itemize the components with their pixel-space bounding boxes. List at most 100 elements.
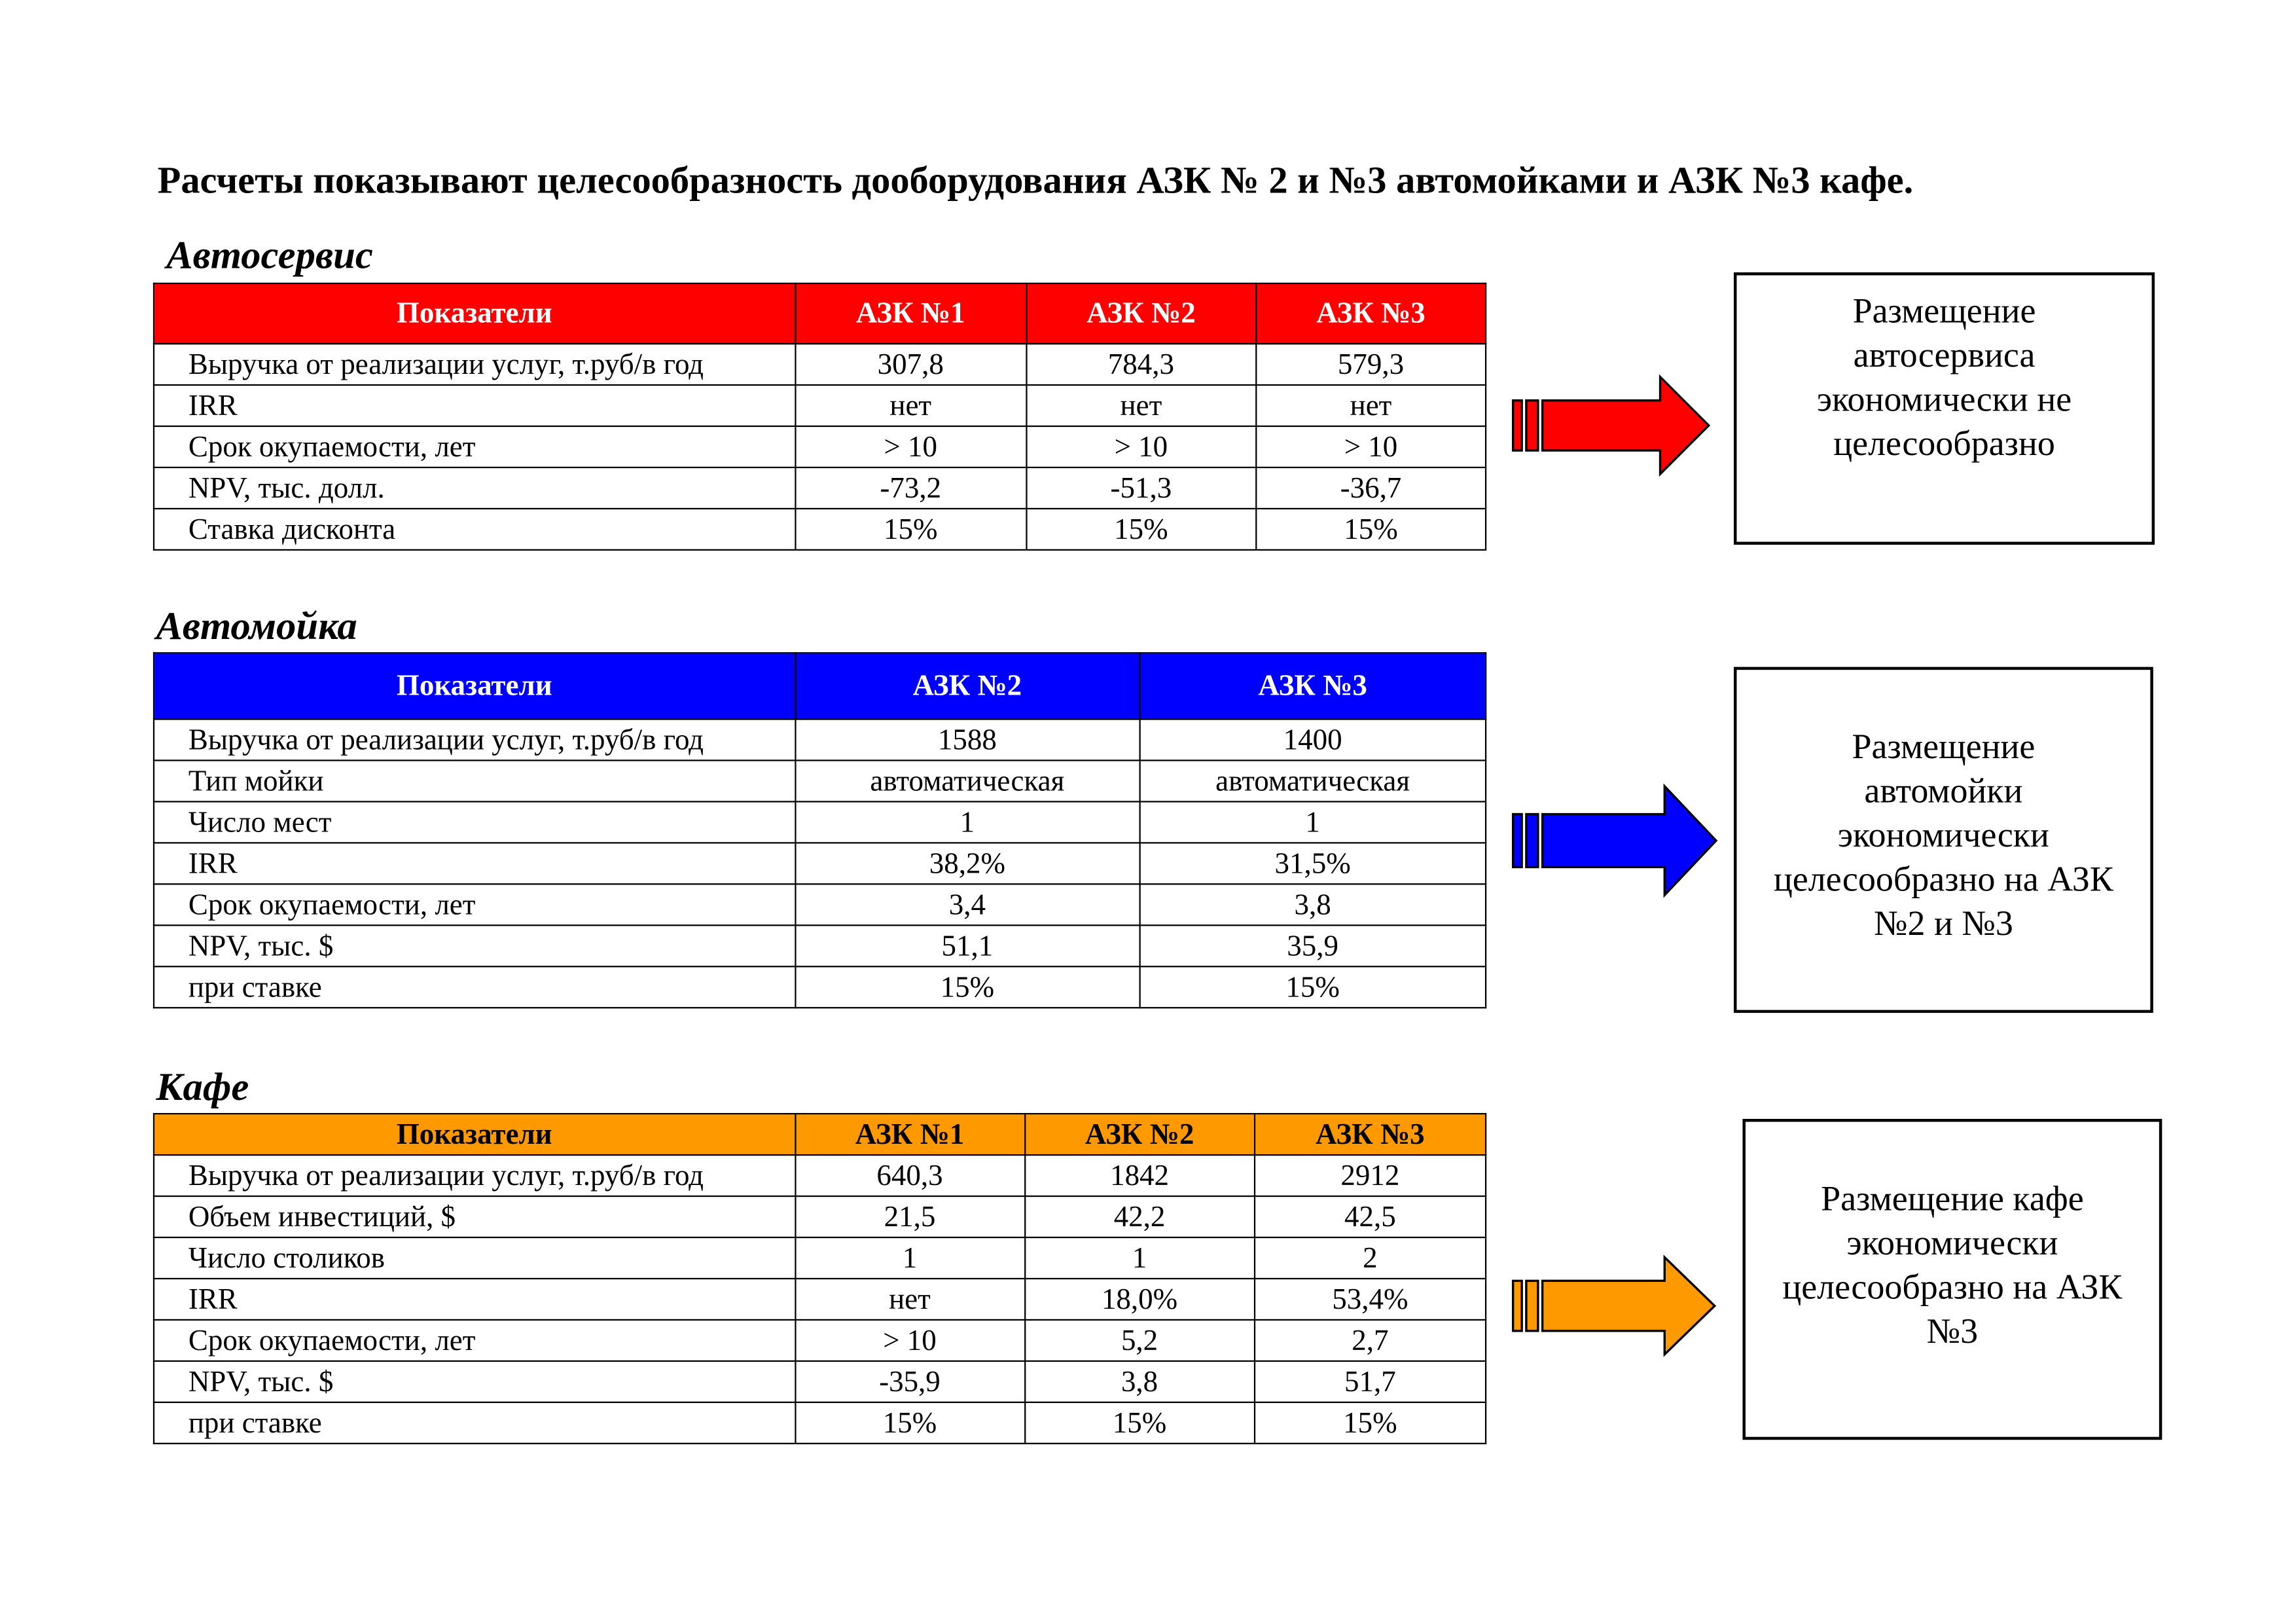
table-cell: 640,3 bbox=[794, 1154, 1026, 1197]
section-heading-autoservice: Автосервис bbox=[166, 232, 373, 277]
table-cell: -73,2 bbox=[794, 466, 1027, 510]
table-cell: 53,4% bbox=[1253, 1277, 1487, 1321]
table-cell: 2 bbox=[1253, 1236, 1487, 1280]
arrow-right-icon bbox=[1511, 374, 1711, 477]
row-label: NPV, тыс. $ bbox=[152, 924, 796, 968]
row-label: Ставка дисконта bbox=[152, 507, 796, 551]
table-cell: 15% bbox=[794, 1401, 1026, 1444]
table-cell: 3,8 bbox=[1139, 883, 1487, 926]
table-cell: 15% bbox=[1253, 1401, 1487, 1444]
row-label: IRR bbox=[152, 1277, 796, 1321]
table-cell: 3,8 bbox=[1024, 1360, 1255, 1404]
table-row: Выручка от реализации услуг, т.руб/в год… bbox=[152, 342, 1487, 386]
row-label: NPV, тыс. $ bbox=[152, 1360, 796, 1404]
table-cell: > 10 bbox=[1025, 425, 1257, 469]
row-label: Срок окупаемости, лет bbox=[152, 425, 796, 469]
table-cell: > 10 bbox=[794, 1319, 1026, 1362]
table-cell: 1588 bbox=[794, 718, 1141, 761]
row-label: Число мест bbox=[152, 801, 796, 844]
table-cell: 1842 bbox=[1024, 1154, 1255, 1197]
table-cell: 15% bbox=[1024, 1401, 1255, 1444]
row-label: Срок окупаемости, лет bbox=[152, 1319, 796, 1362]
table-cell: 35,9 bbox=[1139, 924, 1487, 968]
conclusion-line: Размещение bbox=[1852, 729, 2036, 767]
column-header: АЗК №3 bbox=[1255, 282, 1487, 345]
table-cell: 51,7 bbox=[1253, 1360, 1487, 1404]
column-header: Показатели bbox=[152, 652, 796, 720]
table-cell: 15% bbox=[1025, 507, 1257, 551]
conclusion-line: Размещение кафе bbox=[1821, 1180, 2084, 1219]
column-header: Показатели bbox=[152, 282, 796, 345]
table-cell: нет bbox=[1255, 384, 1487, 428]
row-label: NPV, тыс. долл. bbox=[152, 466, 796, 510]
conclusion-line: Размещение bbox=[1852, 293, 2036, 331]
table-cell: 51,1 bbox=[794, 924, 1141, 968]
table-cell: 1 bbox=[794, 1236, 1026, 1280]
table-cell: автоматическая bbox=[794, 759, 1141, 803]
conclusion-box-carwash: Размещение автомойки экономически целесо… bbox=[1733, 666, 2153, 1013]
conclusion-box-autoservice: Размещение автосервиса экономически не ц… bbox=[1733, 272, 2155, 545]
table-cell: нет bbox=[794, 384, 1027, 428]
table-cell: нет bbox=[794, 1277, 1026, 1321]
table-cell: 579,3 bbox=[1255, 342, 1487, 386]
table-row: NPV, тыс. долл.-73,2-51,3-36,7 bbox=[152, 466, 1487, 510]
column-header: АЗК №3 bbox=[1139, 652, 1487, 720]
conclusion-line: целесообразно на АЗК bbox=[1782, 1269, 2123, 1307]
row-label: при ставке bbox=[152, 966, 796, 1009]
conclusion-line: №2 и №3 bbox=[1873, 905, 2013, 944]
conclusion-line: экономически не bbox=[1816, 381, 2072, 420]
table-cell: 42,5 bbox=[1253, 1195, 1487, 1239]
conclusion-box-cafe: Размещение кафе экономически целесообраз… bbox=[1742, 1119, 2162, 1440]
table-cell: 38,2% bbox=[794, 842, 1141, 885]
table-cell: 1 bbox=[1024, 1236, 1255, 1280]
conclusion-line: экономически bbox=[1837, 817, 2049, 856]
section-heading-carwash: Автомойка bbox=[156, 603, 357, 648]
table-cell: 1 bbox=[794, 801, 1141, 844]
table-cell: 15% bbox=[1255, 507, 1487, 551]
table-cell: 15% bbox=[794, 966, 1141, 1009]
table-cell: 18,0% bbox=[1024, 1277, 1255, 1321]
table-cell: 42,2 bbox=[1024, 1195, 1255, 1239]
column-header: АЗК №3 bbox=[1253, 1113, 1487, 1156]
row-label: IRR bbox=[152, 842, 796, 885]
row-label: Выручка от реализации услуг, т.руб/в год bbox=[152, 1154, 796, 1197]
table-cell: 784,3 bbox=[1025, 342, 1257, 386]
arrow-right-icon bbox=[1511, 783, 1718, 898]
conclusion-line: автомойки bbox=[1864, 773, 2023, 812]
table-cell: 1 bbox=[1139, 801, 1487, 844]
table-row: Срок окупаемости, лет> 10> 10> 10 bbox=[152, 425, 1487, 469]
column-header: Показатели bbox=[152, 1113, 796, 1156]
row-label: при ставке bbox=[152, 1401, 796, 1444]
table-cell: 21,5 bbox=[794, 1195, 1026, 1239]
column-header: АЗК №1 bbox=[794, 282, 1027, 345]
table-cell: 31,5% bbox=[1139, 842, 1487, 885]
table-cell: -35,9 bbox=[794, 1360, 1026, 1404]
table-cell: > 10 bbox=[794, 425, 1027, 469]
table-cell: 5,2 bbox=[1024, 1319, 1255, 1362]
arrow-right-icon bbox=[1511, 1254, 1717, 1357]
column-header: АЗК №1 bbox=[794, 1113, 1026, 1156]
column-header: АЗК №2 bbox=[1024, 1113, 1255, 1156]
page-title: Расчеты показывают целесообразность дооб… bbox=[157, 158, 1914, 202]
table-cell: -36,7 bbox=[1255, 466, 1487, 510]
row-label: Выручка от реализации услуг, т.руб/в год bbox=[152, 342, 796, 386]
table-cell: -51,3 bbox=[1025, 466, 1257, 510]
conclusion-line: автосервиса bbox=[1853, 337, 2036, 376]
